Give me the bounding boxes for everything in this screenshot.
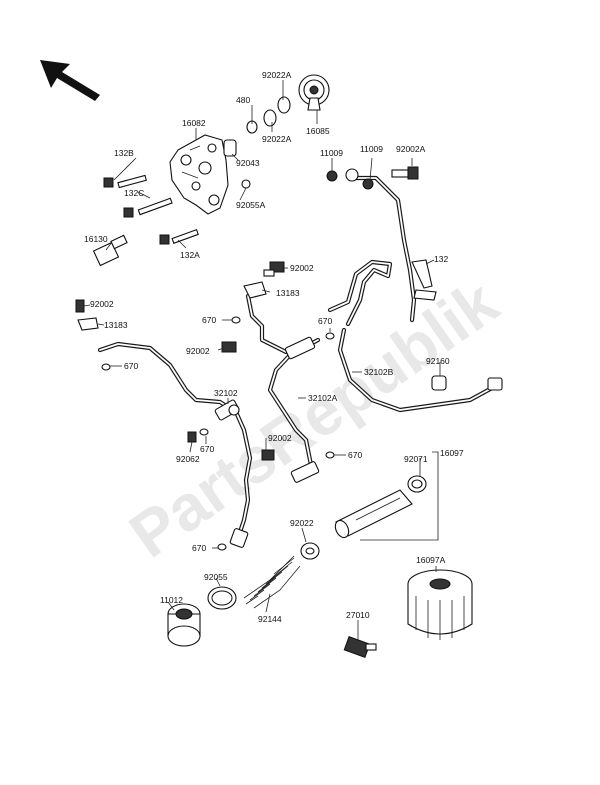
washer-11009-a xyxy=(326,170,338,182)
oring-92055a xyxy=(241,179,251,189)
label-92002-d: 92002 xyxy=(268,433,292,443)
label-16130: 16130 xyxy=(84,234,108,244)
label-92022: 92022 xyxy=(290,518,314,528)
label-13183-left: 13183 xyxy=(104,320,128,330)
washer-92022a-lower xyxy=(263,109,277,127)
bracket-132 xyxy=(411,259,437,301)
label-92055: 92055 xyxy=(204,572,228,582)
oring-670-d xyxy=(199,428,209,436)
label-670-left: 670 xyxy=(124,361,138,371)
filter-pipe-16097 xyxy=(334,489,413,539)
label-670-b: 670 xyxy=(318,316,332,326)
banjo-11009 xyxy=(345,168,359,182)
label-670-d: 670 xyxy=(200,444,214,454)
label-92022a-top: 92022A xyxy=(262,70,292,80)
bolt-132b xyxy=(103,174,147,189)
watermark-text: PartsRepublik xyxy=(117,265,511,571)
label-480: 480 xyxy=(236,95,250,105)
oring-670-b xyxy=(325,332,335,340)
label-92002-mid: 92002 xyxy=(290,263,314,273)
oring-670-left xyxy=(101,363,111,371)
pipe-end-32102b xyxy=(487,377,503,391)
label-670-a: 670 xyxy=(202,315,216,325)
bolt-132c xyxy=(123,197,173,218)
clamp-13183-left xyxy=(77,317,99,331)
damper-92160 xyxy=(431,375,447,391)
pipe-fitting-32102a-upper xyxy=(284,336,316,360)
label-11009-a: 11009 xyxy=(320,148,343,158)
pipe-end-left xyxy=(229,528,249,548)
pin-92043 xyxy=(223,139,237,157)
relief-valve-16130 xyxy=(92,234,128,267)
label-132c: 132C xyxy=(124,188,144,198)
pipe-fitting-32102a-lower xyxy=(290,461,320,483)
label-92055a: 92055A xyxy=(236,200,266,210)
oil-pump-assembly xyxy=(169,134,229,215)
label-92071: 92071 xyxy=(404,454,428,464)
label-27010: 27010 xyxy=(346,610,370,620)
clamp-13183-mid xyxy=(243,281,267,299)
label-32102: 32102 xyxy=(214,388,238,398)
leader-lines xyxy=(83,80,441,640)
pump-sprocket xyxy=(298,74,330,111)
label-92043: 92043 xyxy=(236,158,260,168)
pipe-fitting-32102 xyxy=(214,399,240,421)
label-92002-left: 92002 xyxy=(90,299,114,309)
label-670-f: 670 xyxy=(192,543,206,553)
label-132b: 132B xyxy=(114,148,134,158)
bolt-92002-left xyxy=(75,299,85,313)
label-92002a: 92002A xyxy=(396,144,426,154)
label-11012: 11012 xyxy=(160,595,183,605)
label-13183-mid: 13183 xyxy=(276,288,300,298)
banjo-bolt-92002a xyxy=(391,166,419,180)
plug-92062 xyxy=(187,431,197,443)
label-92062: 92062 xyxy=(176,454,200,464)
label-92144: 92144 xyxy=(258,614,282,624)
washer-11009-b xyxy=(362,178,374,190)
bolt-132a xyxy=(159,228,199,245)
bolt-92002-d xyxy=(261,449,275,461)
label-92022a-bottom: 92022A xyxy=(262,134,292,144)
label-32102b: 32102B xyxy=(364,367,394,377)
label-16097: 16097 xyxy=(440,448,464,458)
plug-11012 xyxy=(167,603,201,647)
label-32102a: 32102A xyxy=(308,393,338,403)
label-92160: 92160 xyxy=(426,356,450,366)
front-direction-arrow-icon xyxy=(40,60,100,101)
oil-pipe-upper-mid xyxy=(245,293,289,355)
label-132a: 132A xyxy=(180,250,200,260)
label-16085: 16085 xyxy=(306,126,330,136)
spring-92144 xyxy=(243,555,301,609)
oring-670-f xyxy=(217,543,227,551)
bolt-92002-c xyxy=(221,341,237,353)
oil-pressure-switch-27010 xyxy=(343,636,377,658)
oil-filter-16097a xyxy=(407,569,473,640)
label-92002-c: 92002 xyxy=(186,346,210,356)
oring-670-a xyxy=(231,316,241,324)
label-670-e: 670 xyxy=(348,450,362,460)
part-number-labels: 480 92022A 92022A 16085 16082 132B 92043… xyxy=(84,70,464,624)
label-16097a: 16097A xyxy=(416,555,446,565)
washer-92022a-upper xyxy=(277,96,291,114)
label-11009-b: 11009 xyxy=(360,144,383,154)
label-132: 132 xyxy=(434,254,448,264)
bolt-92002-mid xyxy=(263,261,285,277)
oring-670-e xyxy=(325,451,335,459)
label-16082: 16082 xyxy=(182,118,206,128)
